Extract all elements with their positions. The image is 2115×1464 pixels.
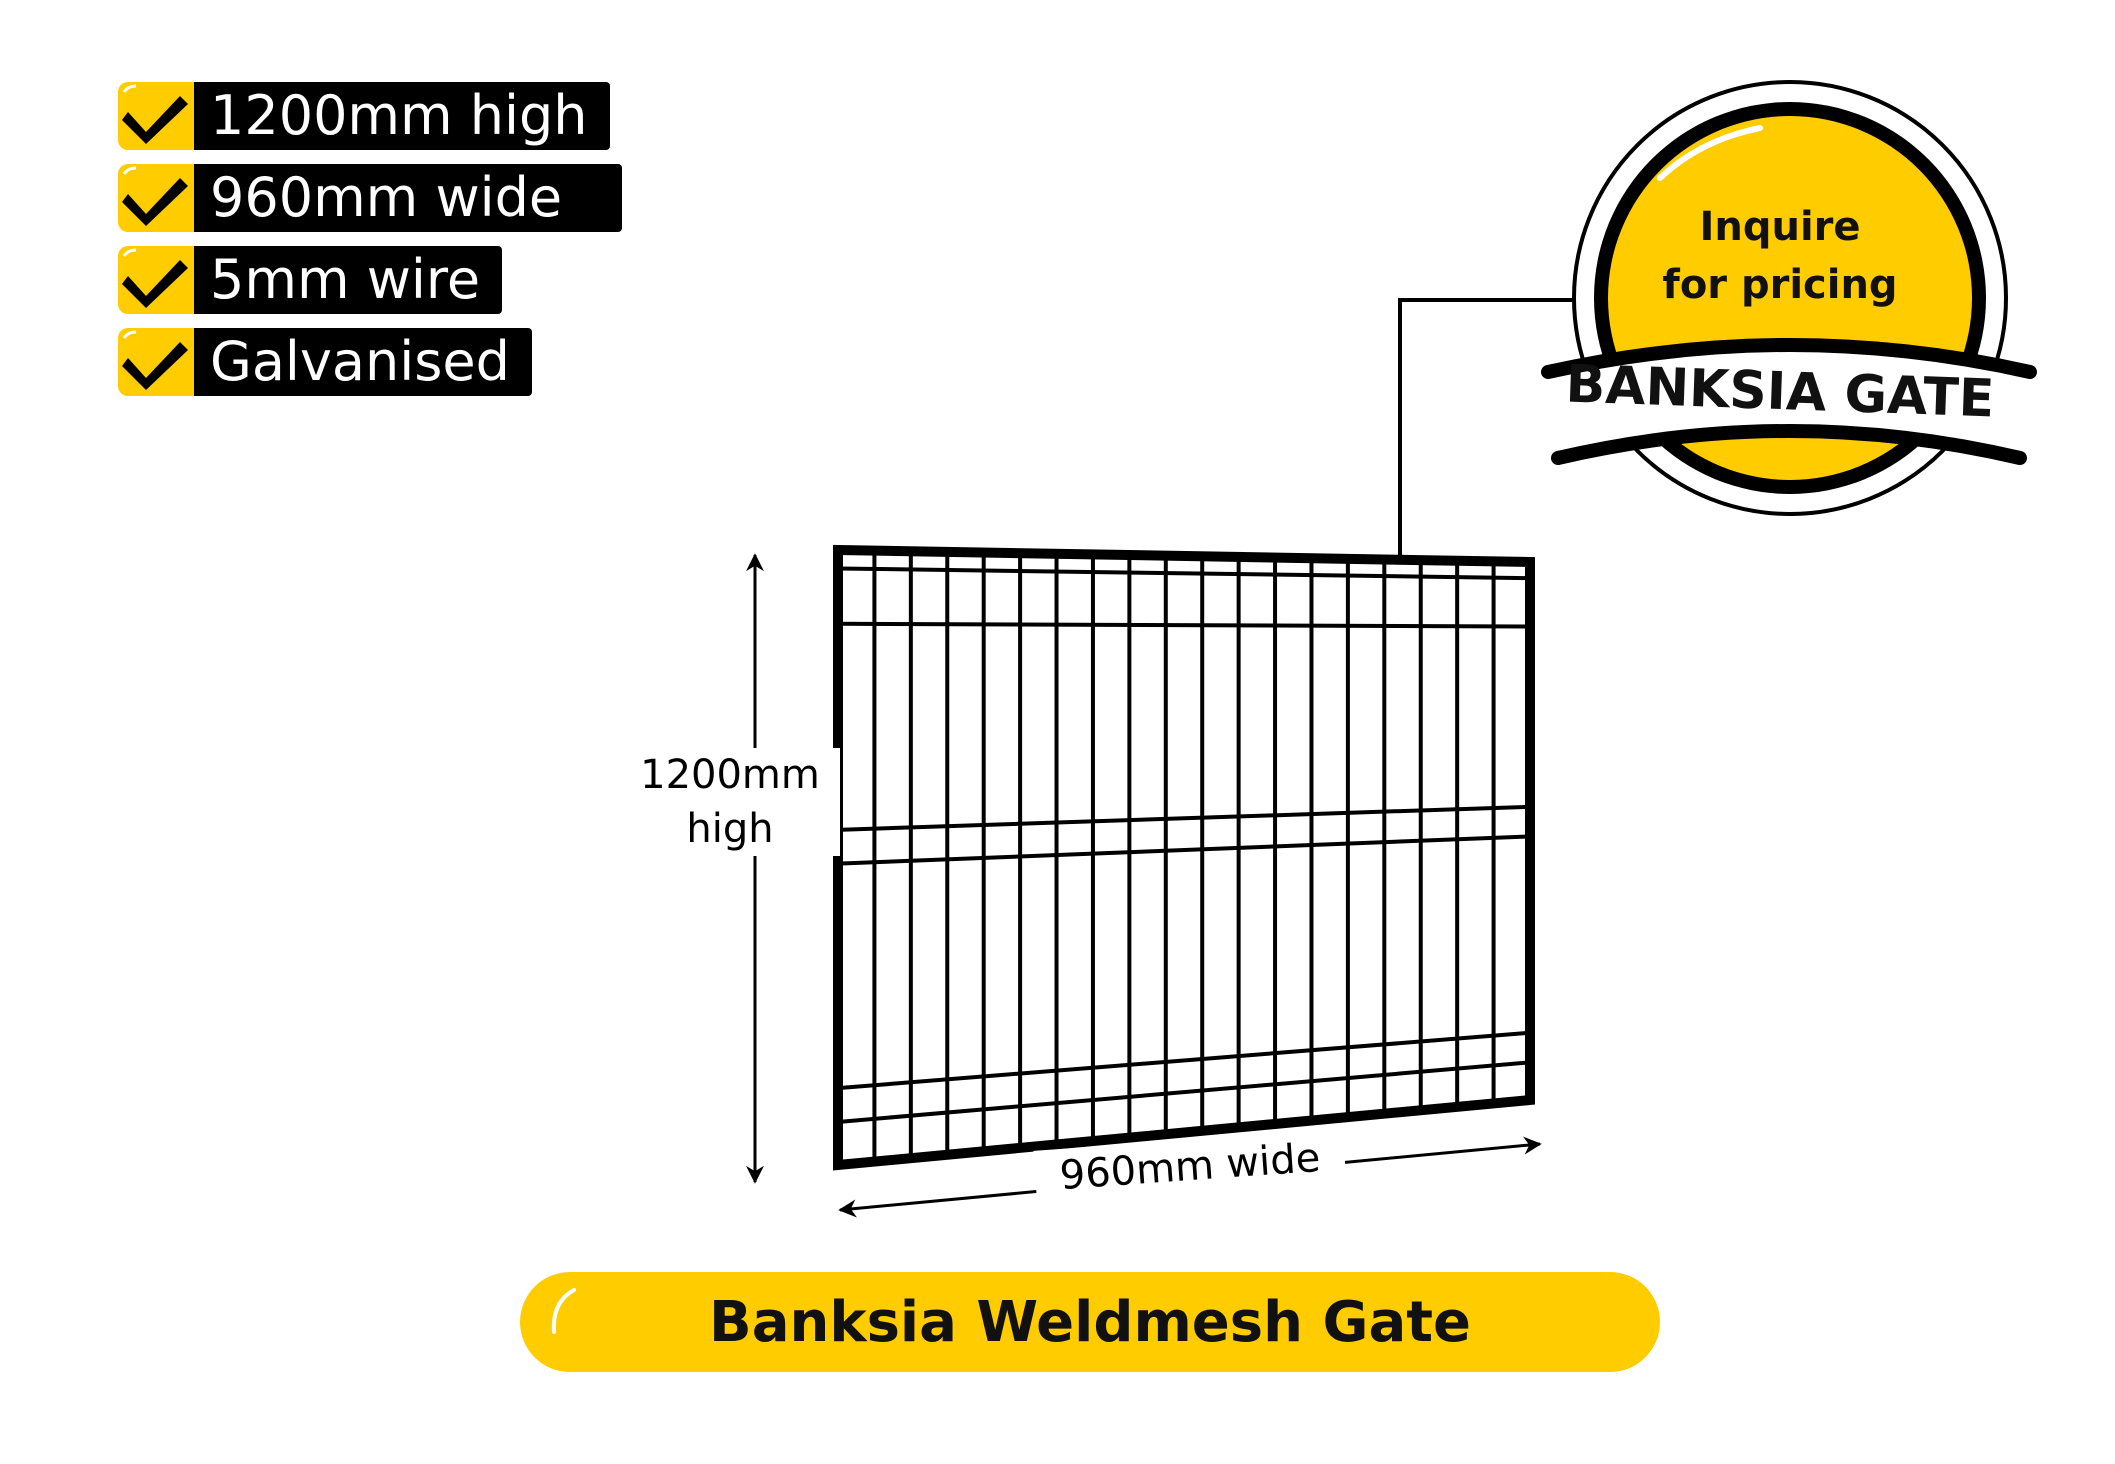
mesh-horizontal-wire bbox=[837, 1060, 1531, 1124]
product-title: Banksia Weldmesh Gate bbox=[709, 1289, 1471, 1355]
mesh-horizontal-wire bbox=[837, 621, 1531, 629]
pricing-text: Inquire for pricing bbox=[1600, 198, 1960, 314]
pricing-line-1: Inquire bbox=[1699, 204, 1861, 250]
shine-icon bbox=[551, 1288, 576, 1334]
checkmark-icon bbox=[118, 246, 194, 314]
mesh-horizontal-wire bbox=[837, 834, 1531, 866]
pricing-line-2: for pricing bbox=[1662, 262, 1898, 308]
mesh-horizontal-wire bbox=[837, 566, 1531, 581]
gate-frame bbox=[833, 544, 1535, 1171]
height-dimension-label: 1200mm high bbox=[620, 748, 840, 856]
height-unit-text: high bbox=[686, 806, 774, 852]
feature-label: 960mm wide bbox=[194, 164, 623, 232]
feature-label: Galvanised bbox=[194, 328, 532, 396]
checkmark-icon bbox=[118, 164, 194, 232]
feature-item: Galvanised bbox=[118, 328, 532, 396]
checkmark-icon bbox=[118, 82, 194, 150]
feature-label: 5mm wire bbox=[194, 246, 503, 314]
feature-label: 1200mm high bbox=[194, 82, 610, 150]
height-value: 1200mm bbox=[640, 752, 820, 798]
product-title-banner: Banksia Weldmesh Gate bbox=[520, 1272, 1660, 1372]
mesh-horizontal-wire bbox=[837, 804, 1531, 832]
weldmesh-gate bbox=[833, 544, 1535, 1171]
brand-ribbon bbox=[1548, 346, 2030, 450]
checkmark-icon bbox=[118, 328, 194, 396]
feature-item: 5mm wire bbox=[118, 246, 503, 314]
connector-line bbox=[1398, 298, 1572, 558]
mesh-horizontal-wire bbox=[837, 1030, 1531, 1091]
feature-item: 960mm wide bbox=[118, 164, 623, 232]
pricing-badge bbox=[1541, 80, 2037, 516]
feature-item: 1200mm high bbox=[118, 82, 610, 150]
